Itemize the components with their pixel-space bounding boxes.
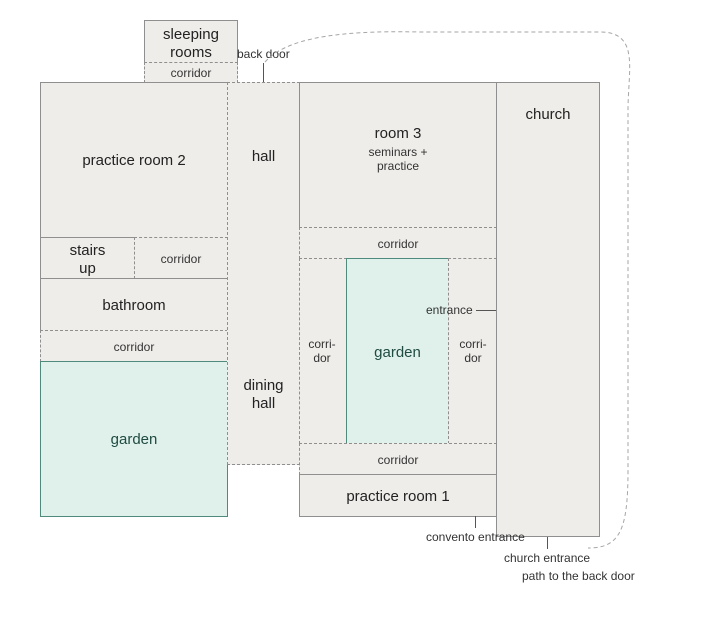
entrance-leader (476, 310, 496, 311)
church (496, 82, 600, 537)
bathroom-label: bathroom (102, 297, 166, 314)
corridor-right-bottom-label: corridor (377, 453, 419, 467)
practice-room-1-label: practice room 1 (346, 488, 450, 505)
convento-entrance-label: convento entrance (426, 530, 525, 544)
garden-center-label: garden (374, 344, 421, 361)
garden-left-label: garden (110, 431, 158, 448)
corridor-top-label: corridor (170, 66, 212, 80)
church-entrance-leader (547, 537, 548, 549)
corridor-right-top-label: corridor (377, 237, 419, 251)
practice-room-2-label: practice room 2 (82, 152, 186, 169)
entrance-label: entrance (426, 303, 473, 317)
back-door-leader (263, 63, 264, 82)
corridor-right-left-label: corri-dor (308, 337, 336, 366)
corridor-left-low-label: corridor (113, 340, 155, 354)
back-door-label: back door (237, 47, 290, 61)
room-3-subtitle: seminars +practice (368, 145, 428, 174)
convento-entrance-leader (475, 516, 476, 528)
hall-label: hall (251, 148, 276, 165)
corridor-right-right-label: corri-dor (459, 337, 487, 366)
church-entrance-label: church entrance (504, 551, 591, 565)
corridor-left-low (40, 330, 228, 362)
room-3-label: room 3 (374, 125, 422, 142)
stairs-up (40, 237, 135, 279)
sleeping-rooms (144, 20, 238, 63)
garden-left (40, 361, 228, 517)
corridor-left-mid-label: corridor (160, 252, 202, 266)
path-to-back-door-label: path to the back door (522, 569, 635, 583)
corridor-left-mid (134, 237, 228, 279)
church-label: church (525, 106, 571, 123)
